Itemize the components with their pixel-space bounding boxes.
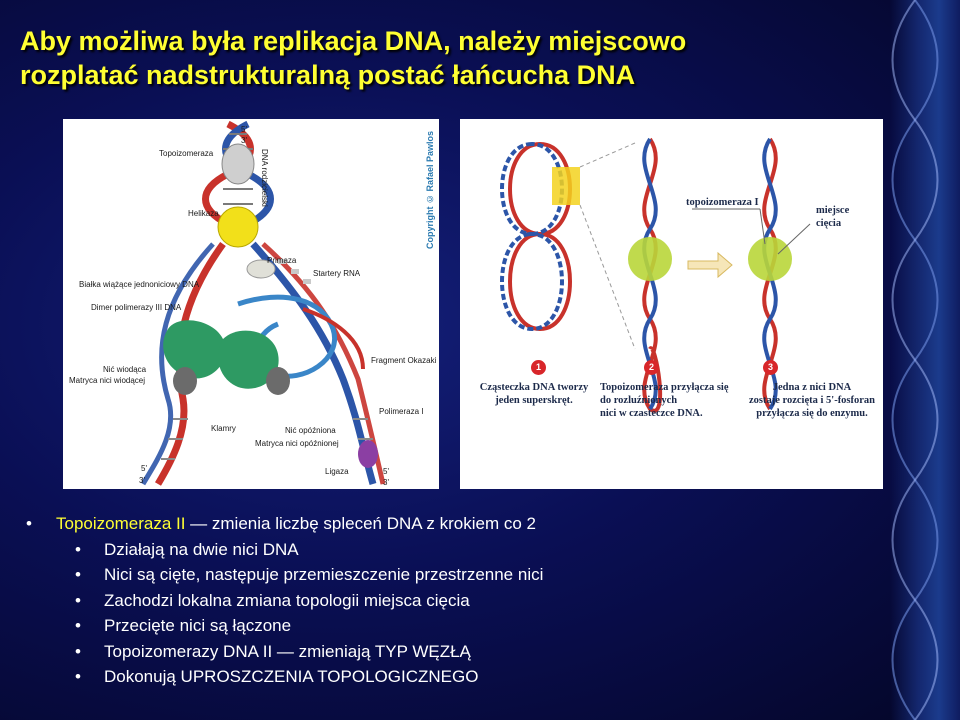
bullet-text: — zmienia liczbę spleceń DNA z krokiem c…	[185, 514, 536, 533]
bullet-item: • Topoizomeraza II — zmienia liczbę sple…	[26, 511, 866, 537]
decorative-dna-strip	[890, 0, 960, 720]
caption-3-line-2: zostaje rozcięta i 5'-fosforan	[748, 395, 876, 406]
title-line-2: rozplatać nadstrukturalną postać łańcuch…	[20, 60, 636, 90]
label-three-top: 3'	[241, 136, 247, 145]
label-nic-wiodaca: Nić wiodąca	[103, 365, 147, 374]
bullet-text: Dokonują UPROSZCZENIA TOPOLOGICZNEGO	[104, 667, 479, 686]
caption-3-line-3: przyłącza się do enzymu.	[756, 408, 868, 419]
title-line-1: Aby możliwa była replikacja DNA, należy …	[20, 26, 687, 56]
bullet-text: Przecięte nici są łączone	[104, 616, 292, 635]
topoisomerase-figure: topoizomeraza I miejsce cięcia 1 2 3 Czą…	[460, 119, 883, 489]
label-bialka: Białka wiążące jednoniciowy DNA	[79, 280, 200, 289]
bullet-item: • Działają na dwie nici DNA	[26, 537, 866, 563]
bullet-list: • Topoizomeraza II — zmienia liczbę sple…	[26, 511, 866, 690]
step-number-1: 1	[531, 360, 546, 375]
bullet-text: Zachodzi lokalna zmiana topologii miejsc…	[104, 590, 470, 610]
bullet-dot: •	[26, 514, 32, 533]
bullet-text: Topoizomerazy DNA II — zmieniają TYP WĘZ…	[104, 641, 471, 661]
bullet-dot: •	[75, 616, 81, 635]
bullet-dot: •	[75, 667, 81, 686]
bullet-highlight: Topoizomeraza II	[56, 514, 186, 533]
bullet-dot: •	[75, 539, 81, 559]
caption-2-line-1: Topoizomeraza przyłącza się	[600, 382, 729, 393]
label-three-bottom-right: 3'	[383, 478, 389, 487]
caption-step-3: Jedna z nici DNA zostaje rozcięta i 5'-f…	[743, 381, 881, 420]
caption-step-1: Cząsteczka DNA tworzy jeden superskręt.	[474, 381, 594, 407]
label-ciecia: cięcia	[816, 218, 842, 229]
bullet-item: • Zachodzi lokalna zmiana topologii miejs…	[26, 588, 866, 614]
caption-step-2: Topoizomeraza przyłącza się do rozluźnio…	[600, 381, 729, 420]
label-helikaza: Helikaza	[188, 209, 219, 218]
slide-title: Aby możliwa była replikacja DNA, należy …	[20, 24, 840, 92]
caption-3-line-1: Jedna z nici DNA	[772, 382, 852, 393]
label-matryca-opoznionej: Matryca nici opóźnionej	[255, 439, 339, 448]
bullet-text: Nici są cięte, następuje przemieszczenie…	[104, 565, 544, 584]
label-matryca-wiodacej: Matryca nici wiodącej	[69, 376, 146, 385]
bullet-dot: •	[75, 641, 81, 661]
label-miejsce-ciecia: miejsce cięcia	[816, 204, 849, 230]
caption-1-line-1: Cząsteczka DNA tworzy	[479, 382, 589, 393]
label-ligaza: Ligaza	[325, 467, 349, 476]
label-five-top: 5'	[241, 125, 247, 134]
step-number-2: 2	[644, 360, 659, 375]
dna-strip-graphic	[891, 0, 939, 720]
caption-1-line-2: jeden superskręt.	[495, 395, 573, 406]
label-klamry: Klamry	[211, 424, 236, 433]
label-polimeraza-i: Polimeraza I	[379, 407, 424, 416]
bullet-item: • Przecięte nici są łączone	[26, 613, 866, 639]
caption-2-line-2: do rozluźnionych	[600, 395, 678, 406]
label-fragment-okazaki: Fragment Okazaki	[371, 356, 437, 365]
label-five-bottom-left: 5'	[141, 464, 147, 473]
replication-fork-drawing	[140, 120, 386, 486]
bullet-item: • Dokonują UPROSZCZENIA TOPOLOGICZNEGO	[26, 664, 866, 690]
label-miejsce: miejsce	[816, 205, 850, 216]
label-three-bottom-left: 3'	[139, 476, 145, 485]
caption-2-line-3: nici w czasteczce DNA.	[600, 408, 703, 419]
bullet-item: • Nici są cięte, następuje przemieszczeni…	[26, 562, 866, 588]
label-nic-opozniona: Nić opóźniona	[285, 426, 336, 435]
bullet-dot: •	[75, 590, 81, 610]
label-topoizomeraza-i: topoizomeraza I	[686, 197, 759, 208]
label-dimer: Dimer polimerazy III DNA	[91, 303, 182, 312]
bullet-item: • Topoizomerazy DNA II — zmieniają TYP WĘ…	[26, 639, 866, 665]
label-dna-rodzicielski: DNA rodzicielski	[260, 149, 269, 207]
topoisomerase-drawing	[500, 137, 811, 413]
copyright-text: Copyright © Rafael Pawlos	[425, 131, 435, 250]
bullet-text: Działają na dwie nici DNA	[104, 539, 299, 559]
label-five-bottom-right: 5'	[383, 467, 389, 476]
bullet-dot: •	[75, 565, 81, 584]
label-topoizomeraza: Topoizomeraza	[159, 149, 214, 158]
step-number-3: 3	[763, 360, 778, 375]
label-primaza: Primaza	[267, 256, 297, 265]
replication-fork-figure: 5' 3' Topoizomeraza DNA rodzicielski Hel…	[63, 119, 439, 489]
label-startery-rna: Startery RNA	[313, 269, 361, 278]
